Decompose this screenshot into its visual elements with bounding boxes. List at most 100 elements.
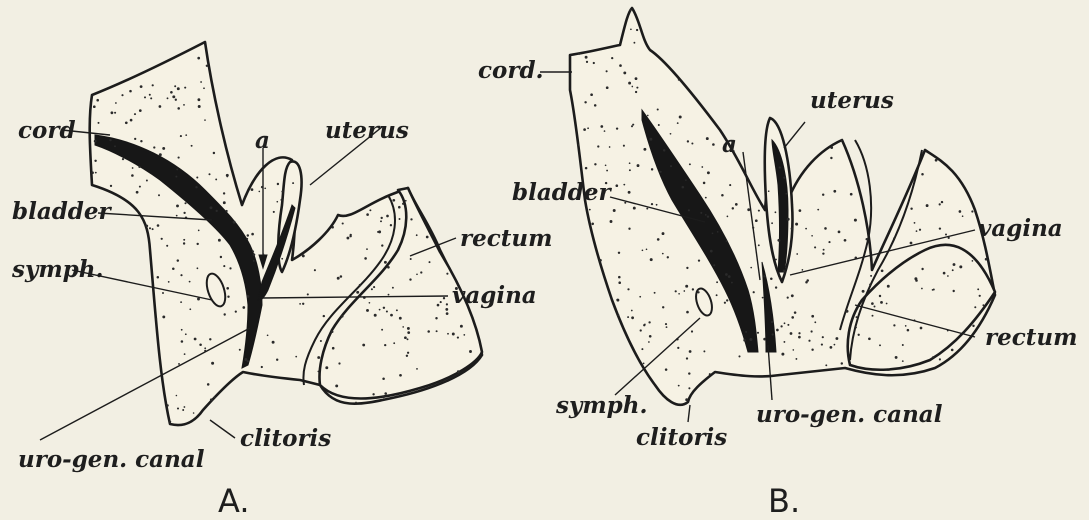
- stipple-dot: [775, 211, 777, 213]
- stipple-dot: [114, 145, 116, 147]
- stipple-dot: [738, 355, 740, 357]
- stipple-dot: [729, 184, 731, 186]
- stipple-dot: [427, 330, 430, 333]
- stipple-dot: [775, 259, 777, 261]
- stipple-dot: [707, 215, 709, 217]
- stipple-dot: [295, 356, 297, 358]
- stipple-dot: [585, 167, 588, 170]
- stipple-dot: [384, 261, 387, 264]
- stipple-dot: [405, 200, 407, 202]
- stipple-dot: [920, 327, 923, 330]
- stipple-dot: [905, 325, 907, 327]
- stipple-dot: [129, 90, 132, 93]
- stipple-dot: [817, 209, 819, 211]
- stipple-dot: [662, 232, 665, 235]
- stipple-dot: [933, 289, 935, 291]
- stipple-dot: [939, 358, 941, 360]
- stipple-dot: [440, 301, 442, 303]
- stipple-dot: [183, 239, 185, 241]
- stipple-dot: [657, 238, 660, 241]
- stipple-dot: [198, 105, 201, 108]
- stipple-dot: [686, 357, 688, 359]
- stipple-dot: [643, 363, 645, 365]
- stipple-dot: [281, 190, 283, 192]
- stipple-dot: [943, 272, 946, 275]
- stipple-dot: [618, 314, 620, 316]
- stipple-dot: [716, 294, 718, 296]
- stipple-dot: [115, 102, 117, 104]
- stipple-dot: [902, 360, 904, 362]
- stipple-dot: [445, 308, 448, 311]
- stipple-dot: [709, 373, 711, 375]
- stipple-dot: [798, 336, 801, 339]
- stipple-dot: [616, 127, 618, 129]
- stipple-dot: [830, 146, 833, 149]
- stipple-dot: [951, 349, 954, 352]
- stipple-dot: [650, 258, 653, 261]
- stipple-dot: [407, 331, 410, 334]
- stipple-dot: [783, 341, 785, 343]
- stipple-dot: [407, 327, 410, 330]
- stipple-dot: [409, 278, 411, 280]
- stipple-dot: [677, 347, 679, 349]
- stipple-dot: [926, 204, 929, 207]
- stipple-dot: [959, 265, 962, 268]
- stipple-dot: [834, 344, 836, 346]
- stipple-dot: [823, 249, 825, 251]
- stipple-dot: [629, 9, 631, 11]
- stipple-dot: [874, 306, 876, 308]
- stipple-dot: [771, 222, 773, 224]
- stipple-dot: [811, 235, 813, 237]
- stipple-dot: [613, 209, 616, 212]
- stipple-dot: [96, 99, 99, 102]
- stipple-dot: [932, 356, 934, 358]
- stipple-dot: [691, 330, 693, 332]
- stipple-dot: [921, 268, 923, 270]
- stipple-dot: [239, 349, 241, 351]
- stipple-dot: [180, 274, 182, 276]
- stipple-dot: [830, 157, 832, 159]
- stipple-dot: [94, 140, 97, 143]
- stipple-dot: [783, 270, 786, 273]
- stipple-dot: [342, 222, 344, 224]
- stipple-dot: [780, 325, 782, 327]
- stipple-dot: [184, 87, 186, 89]
- stipple-dot: [643, 148, 646, 151]
- stipple-dot: [183, 212, 185, 214]
- stipple-dot: [446, 273, 448, 275]
- stipple-dot: [886, 303, 888, 305]
- stipple-dot: [382, 378, 385, 381]
- stipple-dot: [658, 124, 660, 126]
- stipple-dot: [380, 220, 382, 222]
- stipple-dot: [215, 178, 217, 180]
- stipple-dot: [373, 286, 375, 288]
- stipple-dot: [700, 212, 702, 214]
- stipple-dot: [131, 174, 134, 177]
- stipple-dot: [670, 165, 672, 167]
- stipple-dot: [110, 185, 112, 187]
- stipple-dot: [604, 130, 606, 132]
- stipple-dot: [777, 239, 780, 242]
- stipple-dot: [770, 277, 773, 280]
- stipple-dot: [935, 159, 938, 162]
- stipple-dot: [224, 313, 226, 315]
- stipple-dot: [399, 218, 401, 220]
- stipple-dot: [630, 28, 632, 30]
- label-a-symph: symph.: [11, 256, 103, 283]
- stipple-dot: [771, 321, 773, 323]
- stipple-dot: [779, 277, 781, 279]
- stipple-dot: [206, 65, 208, 67]
- stipple-dot: [631, 125, 633, 127]
- stipple-dot: [197, 57, 200, 60]
- stipple-dot: [437, 304, 440, 307]
- stipple-dot: [583, 128, 586, 131]
- label-b-symph: symph.: [555, 392, 647, 419]
- stipple-dot: [364, 257, 367, 260]
- stipple-dot: [407, 352, 409, 354]
- stipple-dot: [153, 146, 155, 148]
- stipple-dot: [177, 107, 180, 110]
- stipple-dot: [593, 62, 595, 64]
- stipple-dot: [665, 323, 667, 325]
- stipple-dot: [252, 250, 254, 252]
- stipple-dot: [631, 310, 633, 312]
